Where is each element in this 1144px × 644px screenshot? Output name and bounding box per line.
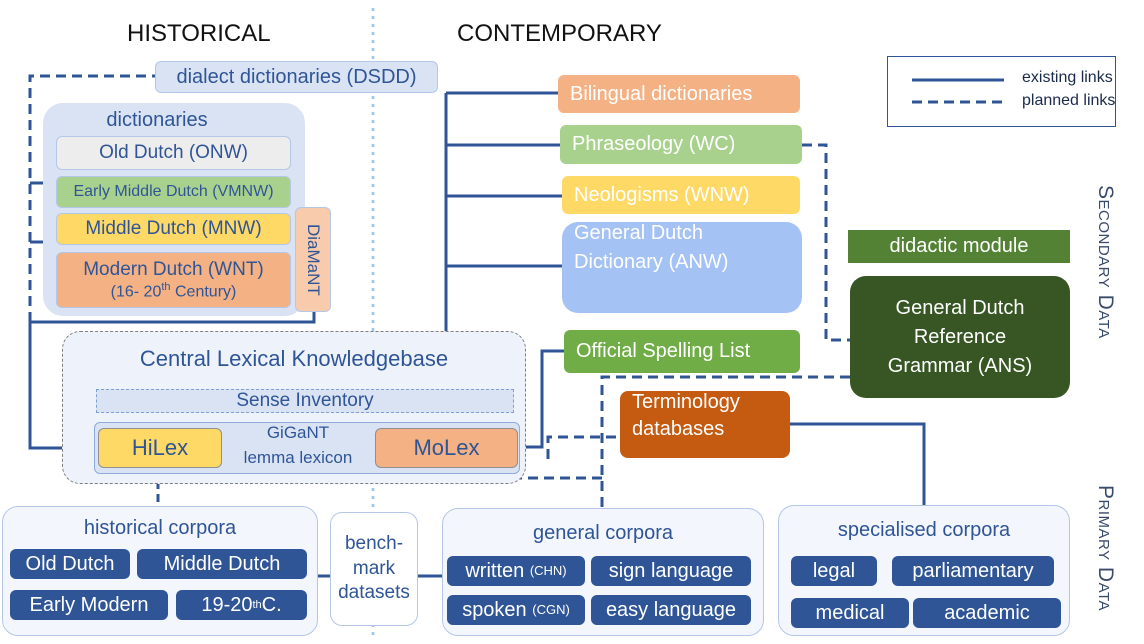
ans-line-3: Grammar (ANS) bbox=[887, 354, 1033, 377]
secondary-data-label: Secondary Data bbox=[1094, 185, 1117, 339]
hc-19-20-end: C. bbox=[261, 593, 282, 616]
wnt-century: (16- 20th Century) bbox=[111, 281, 237, 302]
bilingual-box: Bilingual dictionaries bbox=[558, 75, 800, 113]
historical-corpora-title: historical corpora bbox=[83, 516, 237, 539]
legend-existing-label: existing links bbox=[1022, 69, 1113, 86]
gc-written-label: written bbox=[465, 559, 525, 582]
diamant-label: DiaMaNT bbox=[303, 223, 323, 296]
didactic-module-box: didactic module bbox=[848, 230, 1070, 263]
terminology-box: Terminology databases bbox=[620, 391, 790, 458]
ans-corpora-planned-link bbox=[600, 375, 850, 508]
legend bbox=[887, 56, 1116, 127]
hc-middle-dutch: Middle Dutch bbox=[137, 549, 307, 579]
historical-header: HISTORICAL bbox=[127, 20, 271, 47]
wnt-century-start: (16- 20 bbox=[110, 282, 162, 300]
sc-academic: academic bbox=[913, 598, 1061, 628]
gc-spoken-tag: (CGN) bbox=[532, 601, 570, 617]
hc-19-20-start: 19-20 bbox=[201, 593, 253, 616]
gc-written: written (CHN) bbox=[447, 556, 585, 586]
dictionaries-branches bbox=[30, 181, 316, 324]
spelling-box: Official Spelling List bbox=[564, 330, 800, 373]
anw-box: General Dutch Dictionary (ANW) bbox=[562, 222, 802, 313]
benchmark-line-2: mark bbox=[352, 557, 396, 579]
gc-spoken-label: spoken bbox=[462, 598, 527, 621]
clk-title: Central Lexical Knowledgebase bbox=[139, 346, 449, 372]
wnt-title: Modern Dutch (WNT) bbox=[83, 258, 264, 280]
legend-planned-label: planned links bbox=[1022, 92, 1116, 109]
wnt-box: Modern Dutch (WNT) (16- 20th Century) bbox=[56, 252, 291, 308]
dsdd-box: dialect dictionaries (DSDD) bbox=[155, 61, 438, 93]
hilex-box: HiLex bbox=[98, 428, 222, 468]
dictionaries-title: dictionaries bbox=[106, 108, 208, 131]
contemporary-trunk-line bbox=[444, 91, 562, 428]
molex-terminology-planned-link bbox=[546, 435, 622, 459]
anw-line-2: Dictionary (ANW) bbox=[574, 251, 729, 273]
gc-sign-language: sign language bbox=[591, 556, 751, 586]
contemporary-header: CONTEMPORARY bbox=[457, 20, 662, 47]
hc-old-dutch: Old Dutch bbox=[10, 549, 130, 579]
mnw-box: Middle Dutch (MNW) bbox=[56, 213, 291, 245]
sc-parliamentary: parliamentary bbox=[892, 556, 1054, 586]
terminology-line-1: Terminology bbox=[632, 391, 740, 413]
neologisms-box: Neologisms (WNW) bbox=[562, 176, 800, 214]
phraseology-ans-planned-link bbox=[802, 143, 850, 342]
ans-line-2: Reference bbox=[913, 325, 1007, 348]
sc-medical: medical bbox=[791, 598, 909, 628]
onw-box: Old Dutch (ONW) bbox=[56, 136, 291, 170]
benchmark-line-3: datasets bbox=[338, 582, 410, 604]
lemma-lexicon-label: lemma lexicon bbox=[243, 448, 353, 468]
phraseology-box: Phraseology (WC) bbox=[560, 125, 802, 164]
primary-data-label: Primary Data bbox=[1094, 485, 1117, 612]
terminology-line-2: databases bbox=[632, 418, 725, 440]
gc-written-tag: (CHN) bbox=[529, 562, 567, 578]
diamant-box: DiaMaNT bbox=[295, 207, 331, 312]
general-corpora-title: general corpora bbox=[532, 521, 674, 544]
wnt-century-end: Century) bbox=[170, 282, 237, 300]
molex-spelling-link bbox=[520, 349, 564, 449]
hc-19-20-sup: th bbox=[252, 598, 262, 611]
gigant-label: GiGaNT bbox=[266, 423, 330, 443]
sense-inventory-box: Sense Inventory bbox=[96, 389, 514, 413]
vmnw-box: Early Middle Dutch (VMNW) bbox=[56, 176, 291, 208]
benchmark-line-1: bench- bbox=[344, 532, 404, 554]
ans-box: General Dutch Reference Grammar (ANS) bbox=[850, 276, 1070, 398]
ans-line-1: General Dutch bbox=[895, 296, 1025, 319]
terminology-specialised-link bbox=[790, 422, 926, 505]
specialised-corpora-title: specialised corpora bbox=[837, 518, 1011, 541]
benchmark-box: bench- mark datasets bbox=[330, 512, 418, 626]
dsdd-planned-link bbox=[28, 74, 155, 322]
molex-box: MoLex bbox=[375, 428, 518, 468]
sc-legal: legal bbox=[791, 556, 877, 586]
gc-spoken: spoken (CGN) bbox=[447, 595, 585, 625]
gc-easy-language: easy language bbox=[591, 595, 751, 625]
anw-line-1: General Dutch bbox=[574, 222, 703, 244]
hc-early-modern: Early Modern bbox=[10, 590, 168, 620]
wnt-century-sup: th bbox=[161, 280, 171, 293]
